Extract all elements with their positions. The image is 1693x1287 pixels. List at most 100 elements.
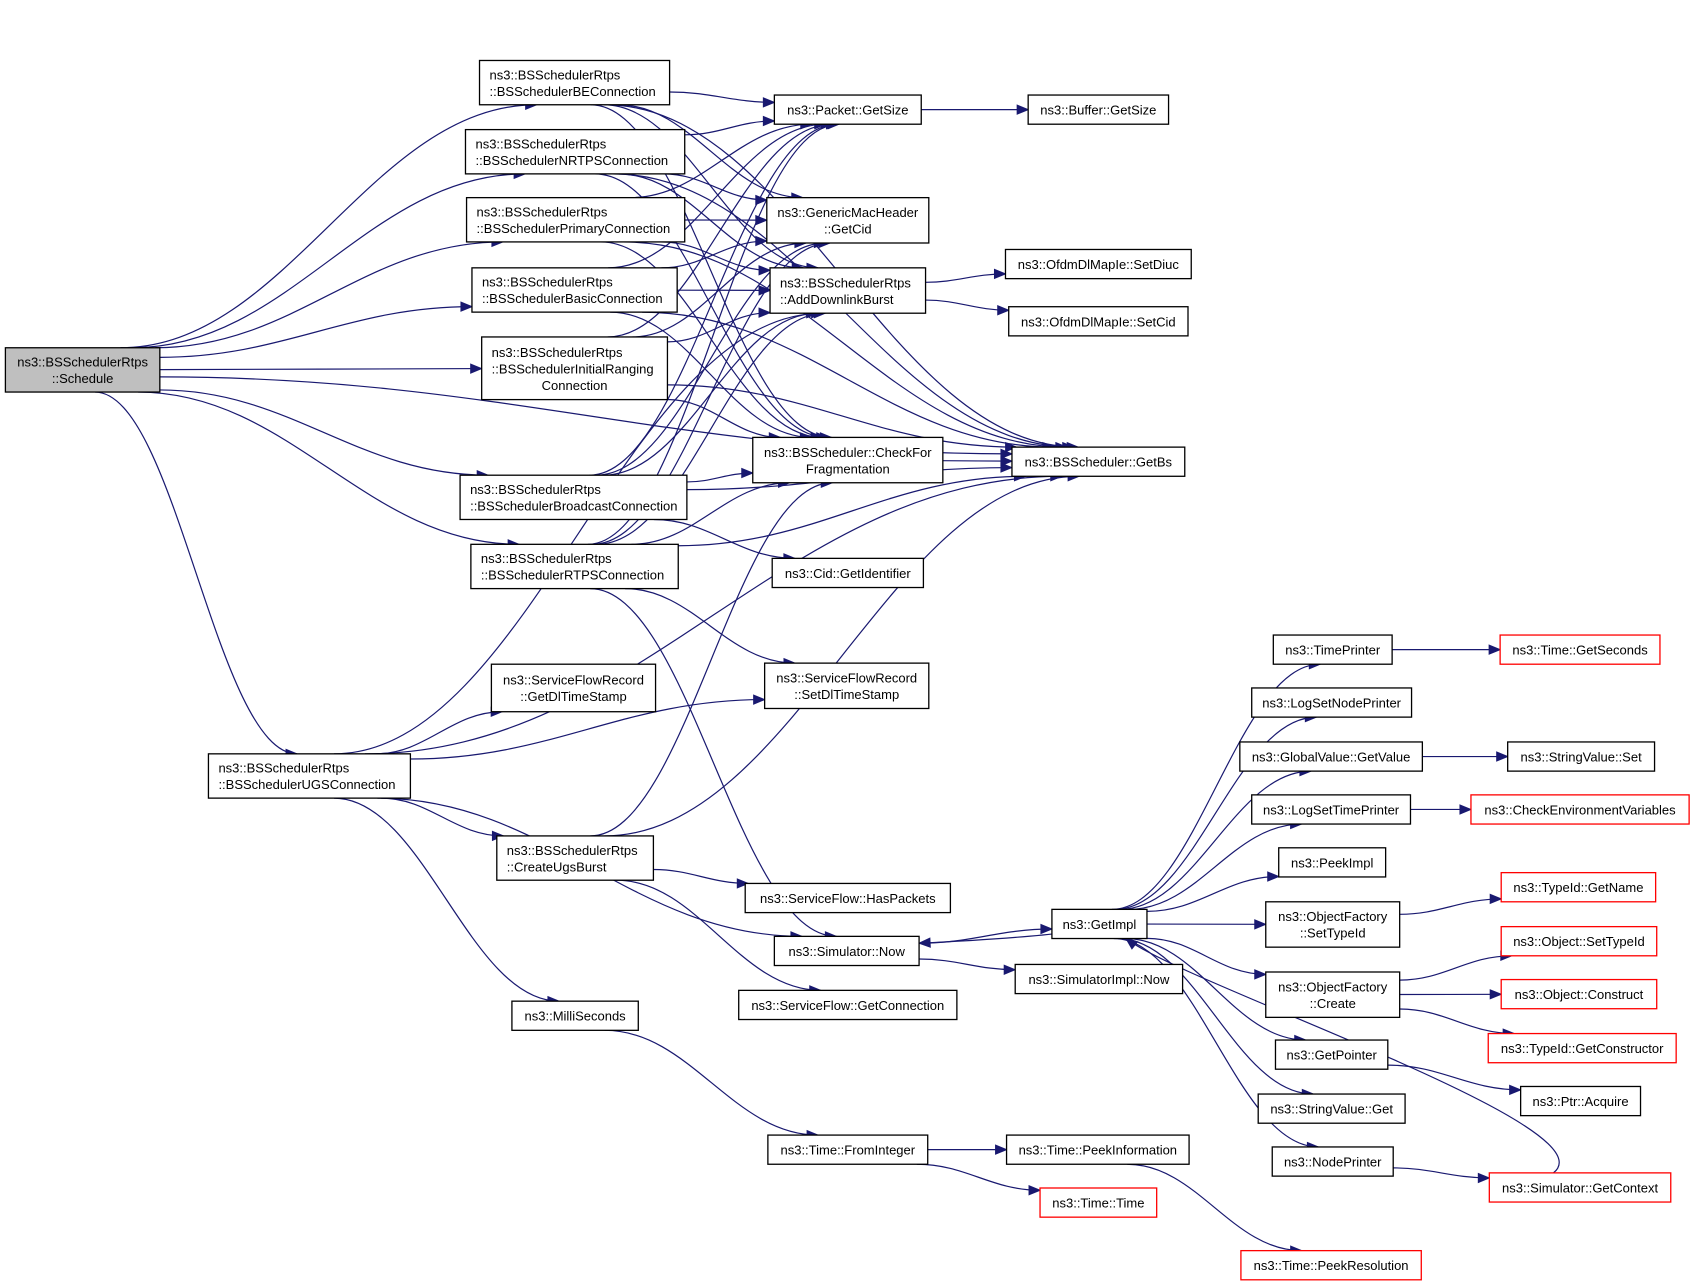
node-peekinfo[interactable]: ns3::Time::PeekInformation [1005, 1134, 1190, 1165]
node-box[interactable] [1274, 1039, 1389, 1070]
node-nodeprinter[interactable]: ns3::NodePrinter [1271, 1146, 1394, 1177]
node-box[interactable] [1251, 794, 1412, 825]
node-box[interactable] [1500, 871, 1657, 903]
node-box[interactable] [1278, 847, 1387, 878]
node-initrang[interactable]: ns3::BSSchedulerRtps::BSSchedulerInitial… [481, 336, 669, 401]
node-buffersize[interactable]: ns3::Buffer::GetSize [1027, 94, 1170, 125]
node-simimplnow[interactable]: ns3::SimulatorImpl::Now [1014, 963, 1184, 995]
node-box[interactable] [471, 267, 678, 313]
node-box[interactable] [769, 267, 927, 314]
node-box[interactable] [773, 935, 920, 967]
node-typegetname[interactable]: ns3::TypeId::GetName [1500, 871, 1657, 903]
node-box[interactable] [1500, 925, 1658, 957]
node-objconstruct[interactable]: ns3::Object::Construct [1500, 978, 1658, 1010]
node-box[interactable] [1239, 741, 1424, 772]
node-box[interactable] [478, 59, 671, 106]
node-setdiuc[interactable]: ns3::OfdmDlMapIe::SetDiuc [1004, 248, 1192, 280]
node-box[interactable] [763, 662, 930, 710]
node-objsettype[interactable]: ns3::Object::SetTypeId [1500, 925, 1658, 957]
node-box[interactable] [773, 94, 922, 125]
node-box[interactable] [766, 196, 930, 244]
node-box[interactable] [1265, 971, 1401, 1019]
node-box[interactable] [1272, 634, 1393, 665]
node-box[interactable] [207, 753, 412, 799]
node-ofcreate[interactable]: ns3::ObjectFactory::Create [1265, 971, 1401, 1019]
node-getdlts[interactable]: ns3::ServiceFlowRecord::GetDlTimeStamp [490, 663, 657, 713]
node-box[interactable] [1051, 908, 1148, 940]
node-rtps[interactable]: ns3::BSSchedulerRtps::BSSchedulerRTPSCon… [470, 543, 679, 590]
node-box[interactable] [1488, 1172, 1672, 1203]
node-simnow[interactable]: ns3::Simulator::Now [773, 935, 920, 967]
node-millis[interactable]: ns3::MilliSeconds [511, 1000, 639, 1031]
node-box[interactable] [767, 1134, 929, 1165]
node-typegetctor[interactable]: ns3::TypeId::GetConstructor [1487, 1032, 1677, 1064]
node-box[interactable] [1507, 741, 1656, 772]
node-box[interactable] [470, 543, 679, 590]
node-box[interactable] [1251, 687, 1413, 718]
node-peekimpl[interactable]: ns3::PeekImpl [1278, 847, 1387, 878]
node-box[interactable] [490, 663, 657, 713]
node-getcontext[interactable]: ns3::Simulator::GetContext [1488, 1172, 1672, 1203]
node-box[interactable] [1005, 1134, 1190, 1165]
node-box[interactable] [738, 989, 958, 1021]
node-setdlts[interactable]: ns3::ServiceFlowRecord::SetDlTimeStamp [763, 662, 930, 710]
node-box[interactable] [464, 128, 686, 175]
node-be[interactable]: ns3::BSSchedulerRtps::BSSchedulerBEConne… [478, 59, 671, 106]
node-cidident[interactable]: ns3::Cid::GetIdentifier [771, 557, 925, 589]
node-box[interactable] [1027, 94, 1170, 125]
node-ugs[interactable]: ns3::BSSchedulerRtps::BSSchedulerUGSConn… [207, 753, 412, 799]
node-box[interactable] [1240, 1249, 1422, 1281]
node-getpointer[interactable]: ns3::GetPointer [1274, 1039, 1389, 1070]
node-box[interactable] [1470, 794, 1690, 825]
node-box[interactable] [1257, 1093, 1406, 1124]
node-schedule[interactable]: ns3::BSSchedulerRtps::Schedule [4, 347, 161, 393]
node-box[interactable] [1499, 634, 1661, 665]
node-box[interactable] [1039, 1187, 1158, 1218]
node-broadcast[interactable]: ns3::BSSchedulerRtps::BSSchedulerBroadca… [459, 474, 688, 521]
node-checkenv[interactable]: ns3::CheckEnvironmentVariables [1470, 794, 1690, 825]
node-nrtps[interactable]: ns3::BSSchedulerRtps::BSSchedulerNRTPSCo… [464, 128, 686, 175]
node-logsetnode[interactable]: ns3::LogSetNodePrinter [1251, 687, 1413, 718]
node-box[interactable] [1271, 1146, 1394, 1177]
node-getsize[interactable]: ns3::Packet::GetSize [773, 94, 922, 125]
node-box[interactable] [465, 196, 686, 243]
node-box[interactable] [1500, 978, 1658, 1010]
node-box[interactable] [459, 474, 688, 521]
node-box[interactable] [771, 557, 925, 589]
node-timetime[interactable]: ns3::Time::Time [1039, 1187, 1158, 1218]
node-getcid[interactable]: ns3::GenericMacHeader::GetCid [766, 196, 930, 244]
node-globalget[interactable]: ns3::GlobalValue::GetValue [1239, 741, 1424, 772]
node-peekres[interactable]: ns3::Time::PeekResolution [1240, 1249, 1422, 1281]
node-strget[interactable]: ns3::StringValue::Get [1257, 1093, 1406, 1124]
node-box[interactable] [4, 347, 161, 393]
node-getseconds[interactable]: ns3::Time::GetSeconds [1499, 634, 1661, 665]
node-box[interactable] [1487, 1032, 1677, 1064]
node-box[interactable] [1004, 248, 1192, 280]
node-fromint[interactable]: ns3::Time::FromInteger [767, 1134, 929, 1165]
node-basic[interactable]: ns3::BSSchedulerRtps::BSSchedulerBasicCo… [471, 267, 678, 313]
node-setcid[interactable]: ns3::OfdmDlMapIe::SetCid [1008, 306, 1189, 337]
node-box[interactable] [1011, 446, 1186, 477]
node-haspackets[interactable]: ns3::ServiceFlow::HasPackets [744, 882, 952, 914]
node-getbs[interactable]: ns3::BSScheduler::GetBs [1011, 446, 1186, 477]
node-box[interactable] [511, 1000, 639, 1031]
node-strset[interactable]: ns3::StringValue::Set [1507, 741, 1656, 772]
node-ptracquire[interactable]: ns3::Ptr::Acquire [1519, 1085, 1642, 1117]
node-box[interactable] [1008, 306, 1189, 337]
node-ofsettype[interactable]: ns3::ObjectFactory::SetTypeId [1265, 901, 1401, 948]
node-getconn[interactable]: ns3::ServiceFlow::GetConnection [738, 989, 958, 1021]
node-createugs[interactable]: ns3::BSSchedulerRtps::CreateUgsBurst [496, 835, 655, 881]
node-timeprinter[interactable]: ns3::TimePrinter [1272, 634, 1393, 665]
node-getimpl[interactable]: ns3::GetImpl [1051, 908, 1148, 940]
node-box[interactable] [1014, 963, 1184, 995]
node-primary[interactable]: ns3::BSSchedulerRtps::BSSchedulerPrimary… [465, 196, 686, 243]
node-box[interactable] [744, 882, 952, 914]
node-box[interactable] [496, 835, 655, 881]
node-box[interactable] [481, 336, 669, 401]
node-box[interactable] [1265, 901, 1401, 948]
node-box[interactable] [752, 436, 944, 484]
node-adddl[interactable]: ns3::BSSchedulerRtps::AddDownlinkBurst [769, 267, 927, 314]
node-logsettime[interactable]: ns3::LogSetTimePrinter [1251, 794, 1412, 825]
node-box[interactable] [1519, 1085, 1642, 1117]
